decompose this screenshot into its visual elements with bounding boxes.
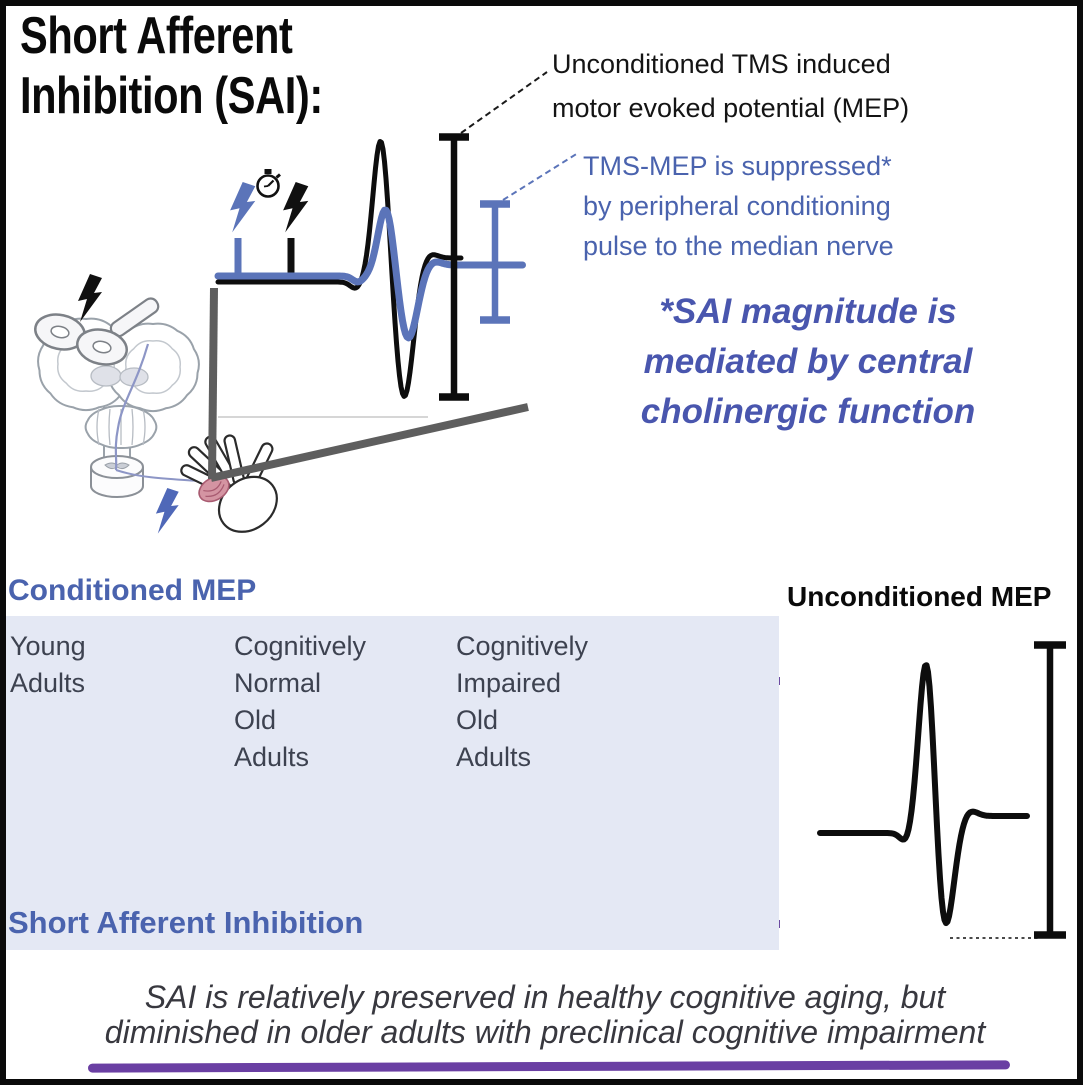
- group-label-line: Young: [10, 631, 86, 661]
- group-label-young-adults: Young Adults: [10, 628, 86, 702]
- unconditioned-mep-header: Unconditioned MEP: [787, 581, 1052, 612]
- stopwatch-hand: [263, 185, 269, 188]
- coil-ring-hole: [50, 325, 70, 339]
- muscle-fiber: [205, 484, 225, 497]
- conditioned-mep-panel: [6, 616, 779, 950]
- title-line: Short Afferent: [20, 7, 293, 65]
- annotation-line: by peripheral conditioning: [583, 191, 891, 221]
- bottom-caption: SAI is relatively preserved in healthy c…: [40, 980, 1050, 1050]
- emg-electrode-wire: [208, 287, 218, 480]
- stopwatch-nub: [275, 173, 281, 179]
- group-label-line: Cognitively: [234, 631, 367, 661]
- group-label-cognitively-normal: Cognitively Normal Old Adults: [234, 628, 366, 776]
- annotation-line: TMS-MEP is suppressed*: [583, 151, 892, 181]
- group-label-line: Cognitively: [456, 631, 589, 661]
- cerebellum-fold: [142, 408, 146, 446]
- group-label-line: Impaired: [456, 668, 562, 698]
- annotation-leader-line: [460, 71, 548, 134]
- corticospinal-tract-path: [114, 343, 150, 471]
- emg-electrode-wire: [210, 403, 529, 482]
- caption-line: diminished in older adults with preclini…: [104, 1014, 986, 1050]
- cerebellum-fold: [96, 408, 100, 446]
- tms-coil-icon: [34, 297, 160, 366]
- caption-line: SAI is relatively preserved in healthy c…: [144, 979, 946, 1015]
- group-label-cognitively-impaired: Cognitively Impaired Old Adults: [456, 628, 588, 776]
- cerebellum-fold: [108, 408, 111, 446]
- group-label-line: Normal: [234, 668, 322, 698]
- median-nerve-path: [115, 469, 201, 482]
- anatomy-illustration: [34, 297, 278, 533]
- unconditioned-amplitude-bar-top: [439, 133, 469, 401]
- palm: [217, 475, 278, 533]
- annotation-leader-line: [502, 152, 579, 201]
- stopwatch-crown: [264, 169, 272, 174]
- group-label-line: Adults: [456, 742, 532, 772]
- conditioned-amplitude-bar-top: [480, 200, 510, 324]
- note-line: *SAI magnitude is: [659, 292, 957, 331]
- group-label-line: Adults: [234, 742, 310, 772]
- wires-and-icons-layer: [208, 169, 529, 482]
- tms-pulse-bolt-icon: [283, 182, 309, 233]
- group-label-line: Adults: [10, 668, 86, 698]
- title-line: Inhibition (SAI):: [20, 67, 323, 125]
- suppressed-mep-annotation: TMS-MEP is suppressed* by peripheral con…: [583, 146, 894, 266]
- unconditioned-mep-annotation: Unconditioned TMS induced motor evoked p…: [552, 42, 909, 130]
- conditioned-mep-header: Conditioned MEP: [8, 574, 257, 607]
- thenar-muscle-icon: [198, 475, 230, 503]
- muscle-fiber: [203, 481, 222, 492]
- page-title: Short Afferent Inhibition (SAI):: [20, 6, 323, 126]
- tms-coil-bolt-icon: [78, 274, 102, 322]
- group-label-line: Old: [234, 705, 277, 735]
- stopwatch-hand: [267, 179, 275, 187]
- muscle-body: [198, 475, 230, 503]
- group-label-line: Old: [456, 705, 499, 735]
- note-line: mediated by central: [643, 342, 973, 381]
- cerebellum-fold: [131, 408, 134, 446]
- thalamus: [90, 365, 122, 387]
- annotation-line: pulse to the median nerve: [583, 231, 894, 261]
- conditioned-mep-trace-top: [214, 206, 526, 342]
- coil-ring-hole: [92, 340, 112, 354]
- annotation-line: Unconditioned TMS induced: [552, 49, 891, 79]
- stopwatch-icon: [256, 169, 281, 198]
- sai-magnitude-note: *SAI magnitude is mediated by central ch…: [620, 287, 996, 437]
- thalamus: [119, 367, 149, 387]
- median-nerve-bolt-icon: [155, 488, 179, 534]
- unconditioned-amplitude-bar-bottom: [1034, 641, 1066, 939]
- gyri-detail: [125, 340, 181, 394]
- annotation-line: motor evoked potential (MEP): [552, 93, 910, 123]
- peripheral-pulse-bolt-icon: [230, 182, 256, 233]
- hand-icon: [180, 434, 278, 533]
- unconditioned-mep-trace-bottom: [817, 662, 1030, 927]
- short-afferent-inhibition-label: Short Afferent Inhibition: [8, 905, 364, 940]
- note-line: cholinergic function: [640, 392, 976, 431]
